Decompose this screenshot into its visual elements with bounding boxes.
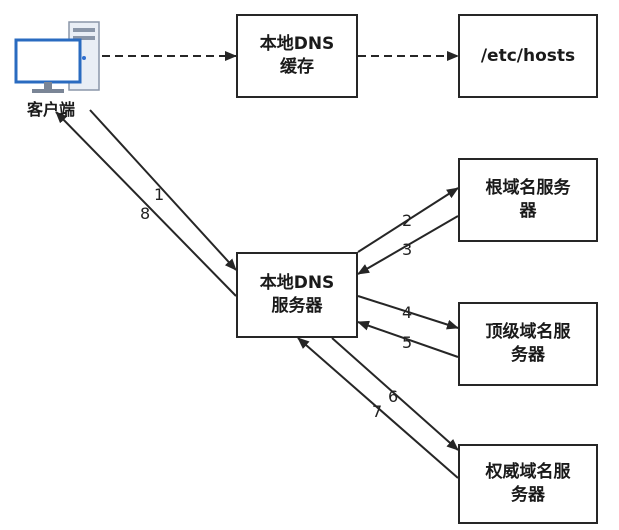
step-label-4: 4 <box>402 303 412 322</box>
authoritative-name-server-box: 权威域名服 务器 <box>458 444 598 524</box>
root-name-server-line-1: 根域名服务 <box>485 178 571 198</box>
desktop-computer-icon <box>14 21 100 93</box>
local-dns-cache-line-1: 本地DNS <box>259 34 335 54</box>
client-label: 客户端 <box>27 100 76 119</box>
authoritative-name-server-line-1: 权威域名服 <box>485 462 571 482</box>
tld-name-server-line-2: 务器 <box>511 345 545 365</box>
local-dns-cache-line-2: 缓存 <box>280 57 314 77</box>
arrow-step-1 <box>89 109 237 271</box>
step-label-7: 7 <box>372 402 382 421</box>
tld-name-server-line-1: 顶级域名服 <box>485 322 571 342</box>
step-label-8: 8 <box>140 204 150 223</box>
arrow-step-6 <box>331 337 459 451</box>
arrow-step-5 <box>357 320 459 358</box>
arrow-step-2 <box>357 187 459 253</box>
arrow-step-7 <box>297 337 459 479</box>
root-name-server-line-2: 器 <box>519 201 537 221</box>
local-dns-server-line-2: 服务器 <box>271 296 323 316</box>
root-name-server-box: 根域名服务 器 <box>458 158 598 242</box>
step-label-6: 6 <box>388 387 398 406</box>
local-dns-cache-box: 本地DNS 缓存 <box>236 14 358 98</box>
step-label-2: 2 <box>402 211 412 230</box>
step-label-1: 1 <box>154 185 164 204</box>
step-label-5: 5 <box>402 333 412 352</box>
local-dns-server-line-1: 本地DNS <box>259 273 335 293</box>
hosts-file-label: /etc/hosts <box>480 45 576 66</box>
local-dns-server-box: 本地DNS 服务器 <box>236 252 358 338</box>
arrow-step-8 <box>55 111 237 297</box>
step-label-3: 3 <box>402 240 412 259</box>
tld-name-server-box: 顶级域名服 务器 <box>458 302 598 386</box>
arrow-step-3 <box>357 215 459 275</box>
authoritative-name-server-line-2: 务器 <box>511 485 545 505</box>
hosts-file-box: /etc/hosts <box>458 14 598 98</box>
arrow-step-4 <box>357 295 459 330</box>
